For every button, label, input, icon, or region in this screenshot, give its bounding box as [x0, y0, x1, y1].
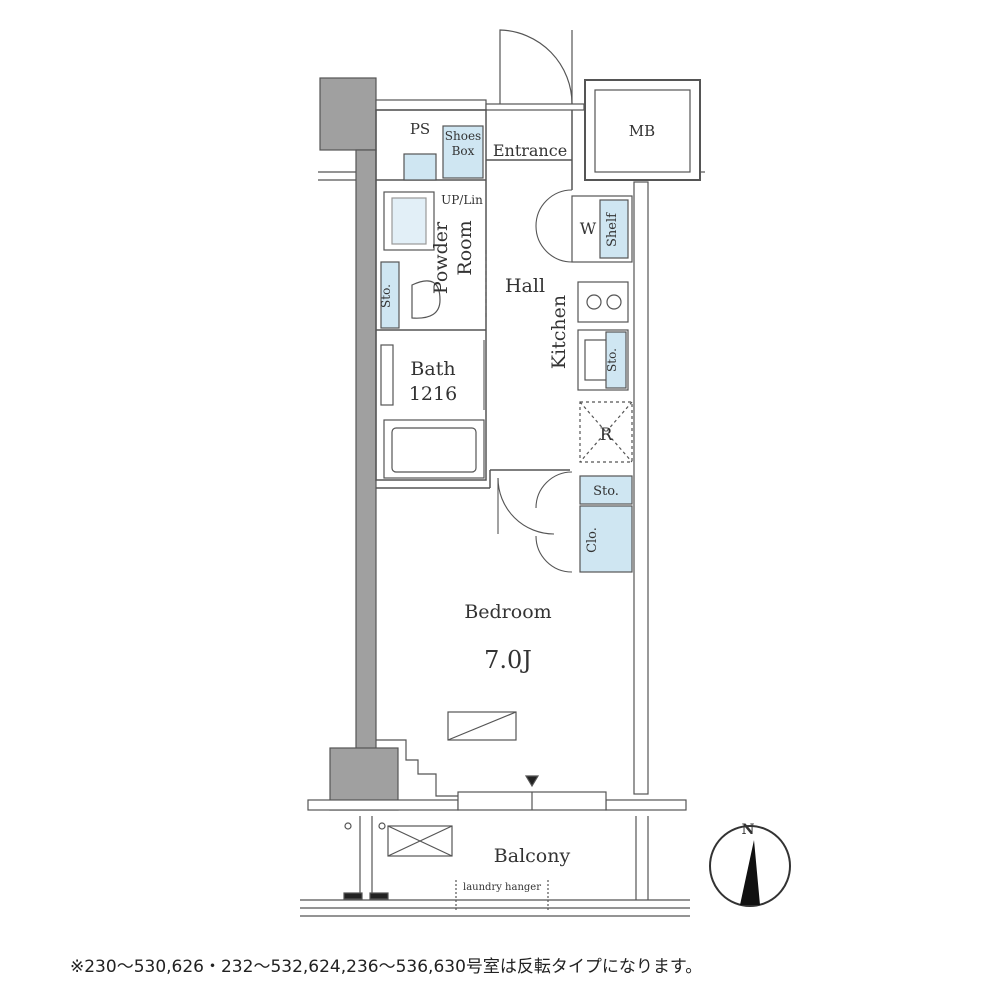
door-swing [535, 225, 573, 263]
powder-sto-label: Sto. [379, 284, 393, 308]
wall-left [355, 149, 377, 751]
entrance-label: Entrance [493, 141, 567, 160]
door-swing [535, 189, 573, 227]
drain [369, 892, 389, 900]
compass-label: N [742, 822, 755, 838]
bedroom-sto-label: Sto. [593, 484, 619, 499]
balcony-dot [378, 822, 386, 830]
compass-ring [709, 825, 791, 907]
wall-bottom-right [605, 799, 687, 811]
walls [307, 77, 705, 811]
entrance-door-swing [499, 29, 573, 105]
mb-label: MB [629, 122, 655, 140]
refrigerator-label: R [600, 425, 614, 445]
balcony-label: Balcony [494, 845, 571, 867]
bath-label: Bath [410, 358, 455, 380]
burner [606, 294, 622, 310]
balcony [300, 816, 690, 917]
kitchen-label: Kitchen [548, 295, 570, 369]
kitchen-sto-label: Sto. [605, 348, 619, 372]
room-labels: PS Shoes Box Entrance MB UP/Lin Powder R… [379, 120, 655, 893]
kitchen-storage [605, 331, 627, 389]
powder-room-label-2: Room [454, 220, 476, 275]
shoes-box-label: Shoes [445, 129, 481, 143]
sink-bowl [584, 339, 608, 381]
up-lin-label: UP/Lin [441, 193, 483, 207]
washbasin-bowl [391, 197, 427, 245]
bathtub-inner [391, 427, 477, 473]
closet-label: Clo. [585, 527, 600, 553]
bedroom-storage [579, 475, 633, 505]
shoes-box [442, 125, 484, 179]
shelf-label: Shelf [605, 212, 620, 247]
compass: N [709, 822, 791, 907]
powder-room-label: Powder [430, 221, 452, 294]
ac-diagonal [447, 711, 517, 741]
mb-inner [594, 89, 691, 173]
closet [579, 505, 633, 573]
hall-label: Hall [505, 275, 545, 297]
bedroom-window [376, 739, 607, 811]
burner [586, 294, 602, 310]
door-swing [535, 471, 573, 509]
interior-doors [483, 189, 573, 573]
wall-top-2 [485, 103, 585, 111]
powder-storage [380, 261, 400, 329]
balcony-dot [344, 822, 352, 830]
wall-bottom-left [307, 799, 459, 811]
footnote: ※230〜530,626・232〜532,624,236〜536,630号室は反… [70, 957, 703, 977]
compass-needle [740, 840, 760, 905]
drain [343, 892, 363, 900]
bedroom-label: Bedroom [464, 601, 551, 623]
fridge-diagonal [579, 401, 633, 463]
window-steps [376, 739, 458, 797]
bath-size-label: 1216 [409, 383, 457, 405]
stove [577, 281, 629, 323]
ps-label: PS [410, 120, 430, 138]
column-top-left [319, 77, 377, 151]
washer-label: W [580, 219, 597, 238]
bedroom-size-label: 7.0J [484, 646, 532, 674]
laundry-hanger-label: laundry hanger [463, 882, 541, 893]
outdoor-unit-diagonal [387, 825, 453, 857]
ps-storage [403, 153, 437, 181]
wall-right [633, 181, 649, 795]
shoes-box-label-2: Box [452, 144, 475, 158]
bedroom-door-swing [497, 477, 555, 535]
door-swing [535, 535, 573, 573]
shelf [599, 199, 629, 259]
wall-top [375, 99, 487, 111]
fridge-diagonal [579, 401, 633, 463]
toilet [411, 280, 441, 319]
bath-vanity [380, 344, 394, 406]
fixtures [380, 125, 633, 857]
entry-arrow [524, 775, 540, 788]
entrance-door [499, 29, 573, 105]
